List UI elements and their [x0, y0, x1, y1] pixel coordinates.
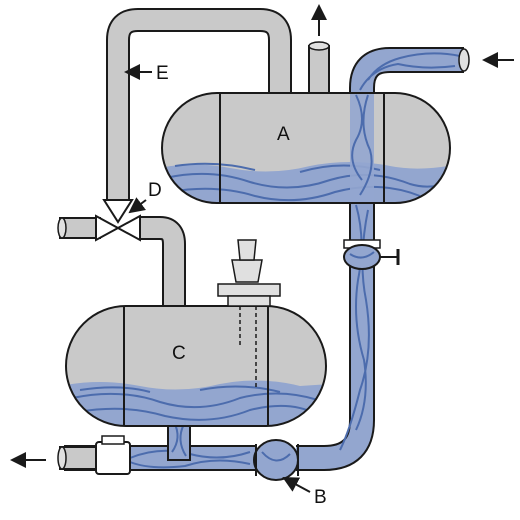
check-valve-b: [253, 439, 299, 481]
label-check-valve-b: B: [314, 487, 327, 508]
pointer-b-arrow-icon: [282, 477, 311, 493]
label-tank-c: C: [172, 343, 186, 364]
valve-d: [95, 199, 141, 242]
level-controller: [217, 239, 281, 307]
tank-a: [161, 92, 451, 204]
pointer-d-arrow-icon: [128, 197, 147, 214]
outlet-fitting: [95, 441, 131, 475]
vent-pipe: [308, 45, 330, 99]
downcomer-valve: [343, 239, 400, 270]
label-pipe-e: E: [156, 63, 169, 84]
tank-c: [65, 305, 327, 427]
label-valve-d: D: [148, 180, 162, 201]
label-tank-a: A: [277, 124, 290, 145]
